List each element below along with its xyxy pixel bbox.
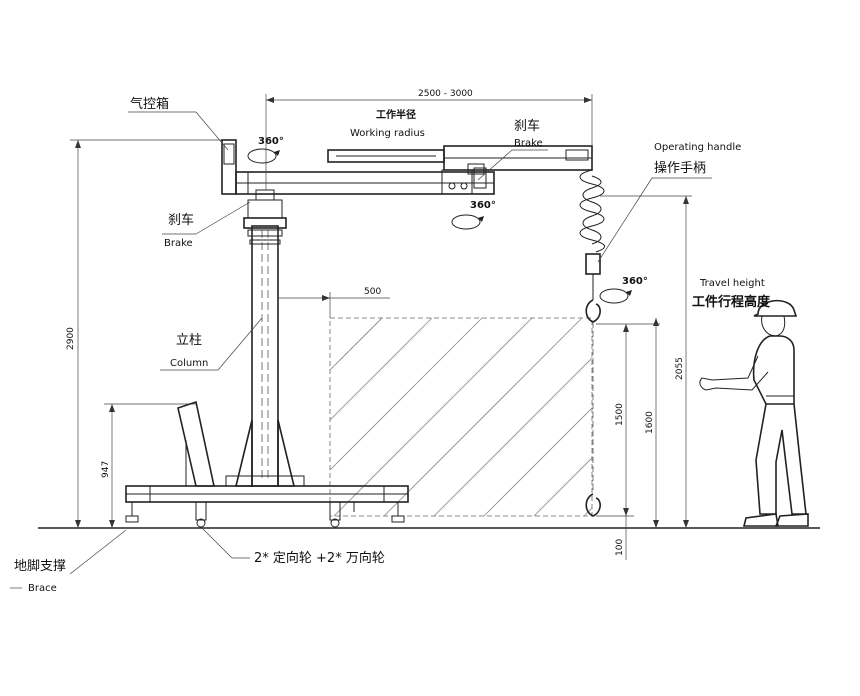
column-label-cn: 立柱 xyxy=(176,333,202,348)
brake-arm-label-en: Brake xyxy=(514,138,543,149)
working-radius-cn: 工作半径 xyxy=(376,108,416,121)
work-area-hatched xyxy=(329,317,593,517)
hoist-cable xyxy=(579,169,605,517)
rotation-arm-label: 360° xyxy=(470,200,496,211)
rotation-symbol-hook: 360° xyxy=(599,276,648,304)
dim-working-radius: 2500 - 3000 工作半径 Working radius xyxy=(265,89,593,190)
main-arm xyxy=(235,167,495,195)
rotation-top-label: 360° xyxy=(258,136,284,147)
brace-label-cn: 地脚支撑 xyxy=(14,558,66,574)
dim-offset-500: 500 xyxy=(278,287,390,318)
dim-1500-value: 1500 xyxy=(615,403,625,426)
dim-offset-value: 500 xyxy=(364,287,381,297)
rotation-symbol-arm: 360° xyxy=(451,200,496,230)
brake-left-label-cn: 刹车 xyxy=(168,212,194,228)
dim-2055: 2055 xyxy=(600,195,692,528)
rotation-symbol-top: 360° xyxy=(247,136,284,164)
dim-radius-value: 2500 - 3000 xyxy=(418,89,473,99)
dim-total-height-value: 2900 xyxy=(66,327,76,350)
operating-handle-label-cn: 操作手柄 xyxy=(654,160,706,176)
leader-lines xyxy=(69,111,712,575)
dim-base-height-value: 947 xyxy=(101,461,111,478)
brace-label-en: Brace xyxy=(28,583,57,594)
brake-arm-label-cn: 刹车 xyxy=(514,118,540,134)
base-frame xyxy=(125,400,409,528)
dim-100-value: 100 xyxy=(615,539,625,556)
dim-1600-value: 1600 xyxy=(645,411,655,434)
operating-handle-label-en: Operating handle xyxy=(654,142,741,153)
dim-100: 100 xyxy=(615,516,627,560)
air-box-label-cn: 气控箱 xyxy=(130,96,169,112)
working-radius-en: Working radius xyxy=(350,128,425,139)
dim-total-height: 2900 xyxy=(66,139,222,528)
forearm xyxy=(327,145,593,175)
rotation-hook-label: 360° xyxy=(622,276,648,287)
column xyxy=(225,189,305,487)
operator-figure xyxy=(699,299,809,527)
travel-height-label-cn: 工件行程高度 xyxy=(692,294,771,310)
brake-left-label-en: Brake xyxy=(164,238,193,249)
column-label-en: Column xyxy=(170,358,208,369)
dim-1600: 1600 xyxy=(645,318,659,528)
dim-1500: 1500 xyxy=(596,323,660,517)
dim-base-height: 947 xyxy=(101,403,196,528)
air-control-box xyxy=(221,139,249,195)
dim-2055-value: 2055 xyxy=(675,357,685,380)
travel-height-label-en: Travel height xyxy=(699,278,765,289)
wheels-label-cn: 2* 定向轮 +2* 万向轮 xyxy=(254,550,385,566)
